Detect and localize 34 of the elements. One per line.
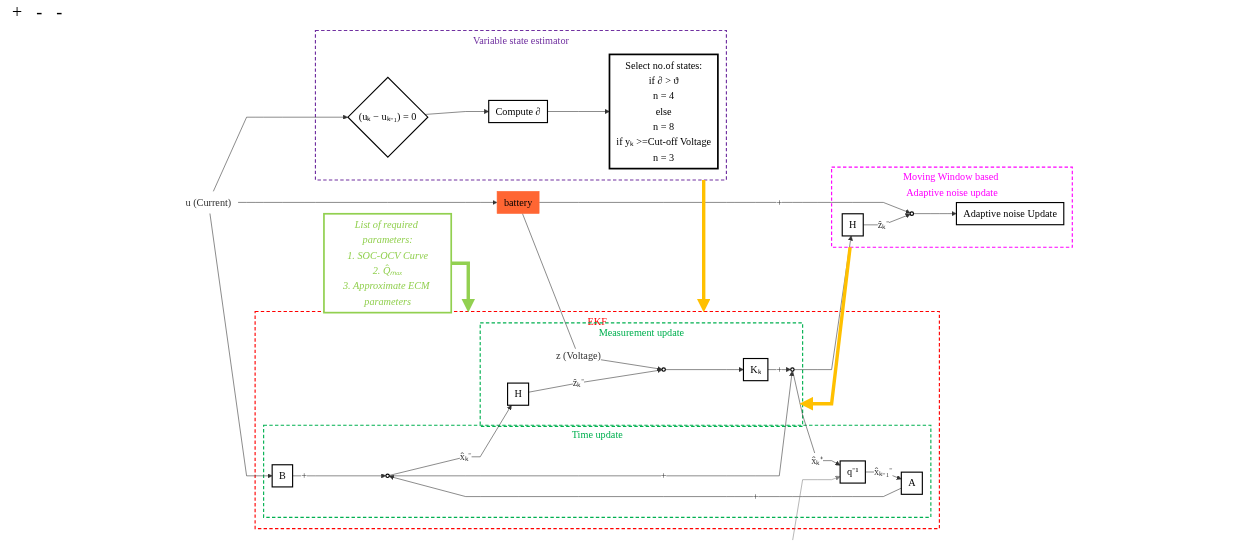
node-box: Select no.of states: if ∂ > ϑ n = 4 else n = 8 if yₖ >=Cut-off Voltage n = 3 [608,53,719,170]
node-box: q⁻¹ [839,460,866,484]
edge-label: + [752,490,759,502]
node-box: Kₖ [742,357,769,382]
node-diamond: (uₖ − uₖ₋₁) = 0 [347,76,429,158]
node-circle [385,473,390,479]
node-box: B [271,464,294,488]
edge-label: ẑₖ⁻ [877,218,890,231]
node-box: battery [496,191,540,214]
node-box: Compute ∂ [488,99,549,124]
arrow [799,247,852,411]
edge-label: ẑₖ⁻ [572,376,585,389]
arrow [451,261,476,313]
sign-label: - [56,2,63,24]
edge-label: x̂ₖ₋₁⁻ [873,466,893,478]
edge-label: + [776,363,783,375]
node-box: Adaptive noise Update [955,202,1065,226]
edge-label: x̂ₖ⁻ [459,450,472,463]
edge-label: z (Voltage) [555,350,601,362]
edge-label: x̂ₖ⁺ [811,454,824,467]
node-circle [790,367,795,372]
node-circle [661,367,666,372]
sign-label: - [36,2,43,24]
edge-label: + [301,469,307,482]
node-text: u (Current) [185,196,232,208]
node-box: H [507,382,530,406]
edge-label: + [776,196,783,208]
node-box: A [900,471,923,495]
node-box: H [841,213,864,237]
node-circle [909,211,915,216]
sign-label: + [12,2,23,24]
edge-label: + [660,469,667,482]
node-box: List of required parameters: 1. SOC-OCV Curve 2. Q̂ₘₐₓ 3. Approximate ECM parameters [323,212,453,314]
arrow [696,179,711,313]
